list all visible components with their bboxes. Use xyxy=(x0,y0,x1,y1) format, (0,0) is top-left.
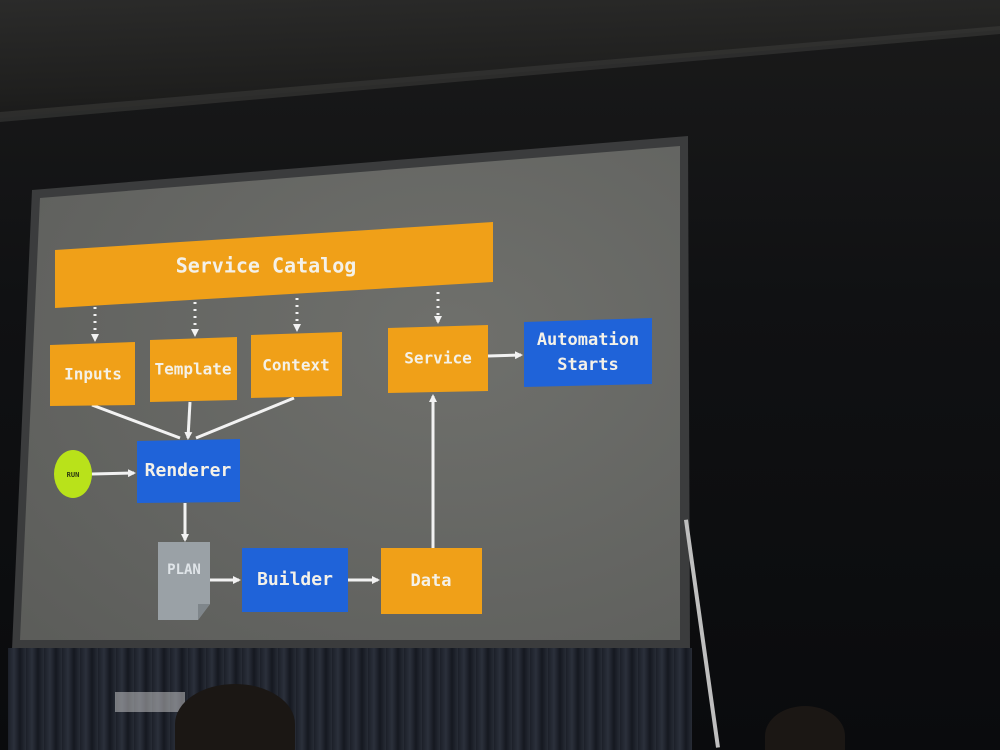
node-service-catalog: Service Catalog xyxy=(55,222,493,308)
plan-label: PLAN xyxy=(167,562,201,578)
automation-starts-label-line1: Automation xyxy=(537,330,639,350)
run-start-label: RUN xyxy=(67,471,80,479)
node-renderer: Renderer xyxy=(137,439,240,503)
edge-inputs-renderer xyxy=(91,403,181,440)
node-service: Service xyxy=(388,325,488,393)
node-context: Context xyxy=(251,332,342,398)
node-plan-document: PLAN xyxy=(158,542,210,620)
edge-service-automation xyxy=(487,351,523,360)
inputs-label: Inputs xyxy=(64,365,122,384)
edge-context-renderer xyxy=(195,396,295,440)
edge-template-renderer xyxy=(184,401,193,440)
context-label: Context xyxy=(262,356,329,375)
data-label: Data xyxy=(411,571,452,591)
solid-connectors xyxy=(91,351,523,584)
builder-label: Builder xyxy=(257,569,333,590)
edge-run-renderer xyxy=(91,469,136,478)
service-label: Service xyxy=(404,349,471,368)
audience-head xyxy=(765,706,845,750)
template-label: Template xyxy=(154,360,231,379)
node-run-start: RUN xyxy=(54,450,92,498)
service-catalog-label: Service Catalog xyxy=(176,254,357,278)
audience-head xyxy=(175,684,295,750)
node-automation-starts: Automation Starts xyxy=(524,318,652,387)
renderer-label: Renderer xyxy=(145,460,232,481)
node-inputs: Inputs xyxy=(50,342,135,406)
node-template: Template xyxy=(150,337,237,402)
automation-starts-label-line2: Starts xyxy=(557,355,618,375)
node-data: Data xyxy=(381,548,482,614)
dotted-connectors xyxy=(91,292,442,342)
podium xyxy=(115,692,185,712)
node-builder: Builder xyxy=(242,548,348,612)
